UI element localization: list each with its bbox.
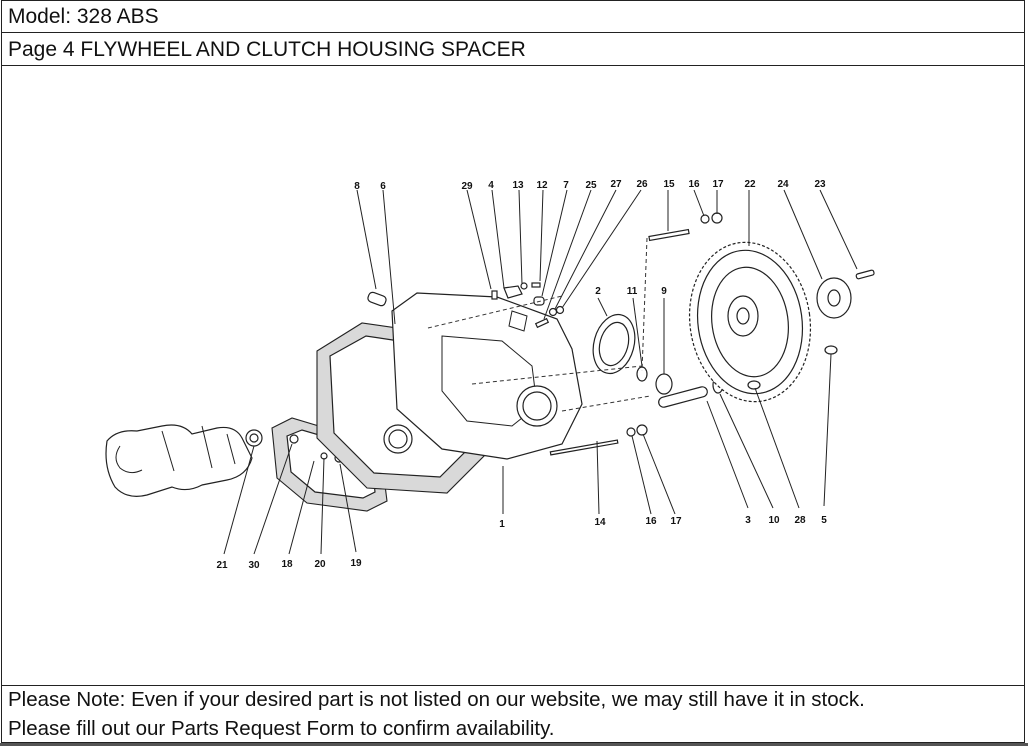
part-17-nut-top <box>711 212 723 224</box>
callout-27: 27 <box>610 179 622 190</box>
part-9-ring <box>655 373 673 395</box>
part-21-bearing <box>245 429 263 447</box>
callout-15: 15 <box>663 179 675 190</box>
part-23-bolt <box>855 269 875 280</box>
callout-16-top: 16 <box>688 179 700 190</box>
callout-28: 28 <box>794 515 806 526</box>
part-2-seal <box>592 313 636 375</box>
callout-25: 25 <box>585 180 597 191</box>
callout-20: 20 <box>314 559 326 570</box>
callout-17-bottom: 17 <box>670 516 682 527</box>
callout-labels: 8 6 29 4 13 12 7 25 27 26 15 16 17 22 24… <box>216 179 827 571</box>
callout-6: 6 <box>380 181 386 192</box>
part-1-housing <box>391 292 583 460</box>
callout-5: 5 <box>821 515 827 526</box>
part-11-ring <box>636 366 648 382</box>
callout-21: 21 <box>216 560 228 571</box>
callout-23: 23 <box>814 179 826 190</box>
callout-4: 4 <box>488 180 494 191</box>
part-15-stud <box>648 228 690 242</box>
part-16-washer-top <box>700 214 710 224</box>
part-3-pin <box>658 386 708 408</box>
callout-29: 29 <box>461 181 473 192</box>
callout-2: 2 <box>595 286 601 297</box>
leader-lines <box>223 189 858 555</box>
part-5-dowel <box>824 345 838 355</box>
crankshaft <box>105 424 253 497</box>
callout-22: 22 <box>744 179 756 190</box>
callout-11: 11 <box>627 286 638 297</box>
callout-3: 3 <box>745 515 751 526</box>
part-24-plate <box>816 277 852 319</box>
page-title: Page 4 FLYWHEEL AND CLUTCH HOUSING SPACE… <box>2 33 1024 66</box>
availability-note: Please Note: Even if your desired part i… <box>2 685 1024 743</box>
bottom-border <box>0 743 1028 746</box>
callout-16-bottom: 16 <box>645 516 657 527</box>
part-22-flywheel <box>688 241 812 403</box>
part-16-washer-bottom <box>626 427 636 437</box>
callout-13: 13 <box>512 180 524 191</box>
callout-10: 10 <box>768 515 780 526</box>
callout-26: 26 <box>636 179 648 190</box>
note-line-1: Please Note: Even if your desired part i… <box>8 688 865 711</box>
part-14-stud <box>549 439 619 456</box>
callout-7: 7 <box>563 180 569 191</box>
parts-diagram: 8 6 29 4 13 12 7 25 27 26 15 16 17 22 24… <box>2 66 1024 686</box>
callout-8: 8 <box>354 181 360 192</box>
callout-14: 14 <box>594 517 606 528</box>
part-17-nut-bottom <box>636 424 648 436</box>
callout-18: 18 <box>281 559 293 570</box>
exploded-view-drawing: 8 6 29 4 13 12 7 25 27 26 15 16 17 22 24… <box>105 179 875 571</box>
callout-9: 9 <box>661 286 667 297</box>
callout-30: 30 <box>248 560 260 571</box>
model-header: Model: 328 ABS <box>2 0 1024 33</box>
top-small-parts <box>491 282 565 329</box>
callout-19: 19 <box>350 558 362 569</box>
part-8-plug <box>367 291 387 307</box>
callout-24: 24 <box>777 179 789 190</box>
note-line-2: Please fill out our Parts Request Form t… <box>8 717 555 740</box>
part-28-dowel <box>747 380 761 390</box>
callout-1: 1 <box>499 519 505 530</box>
callout-12: 12 <box>536 180 548 191</box>
callout-17-top: 17 <box>712 179 724 190</box>
